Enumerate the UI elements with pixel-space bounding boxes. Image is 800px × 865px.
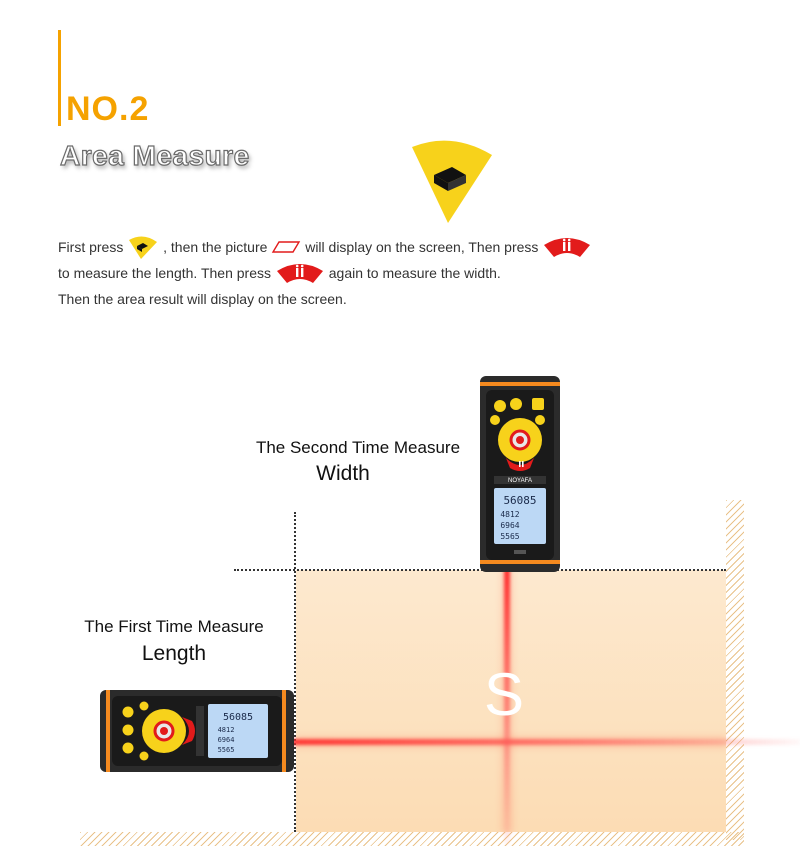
instruction-text: will display on the screen, Then press (305, 239, 539, 255)
first-measure-subcaption: Length (141, 642, 207, 665)
instruction-text: , then the picture (163, 239, 268, 255)
area-key-icon (412, 140, 492, 223)
parallelogram-icon (272, 241, 301, 253)
device-reading: 6964 (500, 521, 519, 530)
laser-beam-horizontal (292, 739, 800, 745)
instruction-line-2: to measure the length. Then press again … (58, 262, 501, 284)
area-key-icon (129, 236, 158, 259)
device-reading: 4812 (500, 510, 519, 519)
measure-key-icon (544, 238, 591, 257)
device-reading: 56085 (503, 494, 536, 507)
instruction-line-3: Then the area result will display on the… (58, 291, 347, 307)
laser-beam-vertical (504, 568, 510, 844)
instruction-text: again to measure the width. (328, 265, 501, 281)
second-measure-subcaption: Width (316, 462, 370, 485)
wall-hatch-right (726, 500, 744, 840)
device-reading: 5565 (500, 532, 519, 541)
section-title: Area Measure (59, 139, 250, 171)
section-number: NO.2 (66, 90, 150, 128)
floor-hatch-bottom (80, 832, 744, 846)
device-reading: 56085 (223, 712, 253, 723)
measure-key-icon (276, 264, 323, 283)
area-label: S (484, 661, 525, 728)
guide-line-vertical (294, 512, 296, 832)
second-measure-caption: The Second Time Measure (255, 438, 461, 457)
area-rectangle (296, 570, 726, 832)
device-reading: 5565 (218, 746, 235, 754)
first-measure-caption: The First Time Measure (84, 617, 264, 636)
device-reading: 4812 (218, 726, 235, 734)
laser-meter-vertical: NOYAFA 56085 4812 6964 5565 (480, 376, 560, 572)
accent-bar (58, 30, 61, 126)
device-brand: NOYAFA (508, 478, 532, 484)
laser-meter-horizontal: 56085 4812 6964 5565 (100, 690, 294, 772)
instruction-text: First press (58, 239, 124, 255)
guide-line-horizontal (234, 569, 726, 571)
device-reading: 6964 (218, 736, 235, 744)
instruction-text: to measure the length. Then press (58, 265, 271, 281)
instruction-line-1: First press , then the picture will disp… (58, 234, 592, 260)
